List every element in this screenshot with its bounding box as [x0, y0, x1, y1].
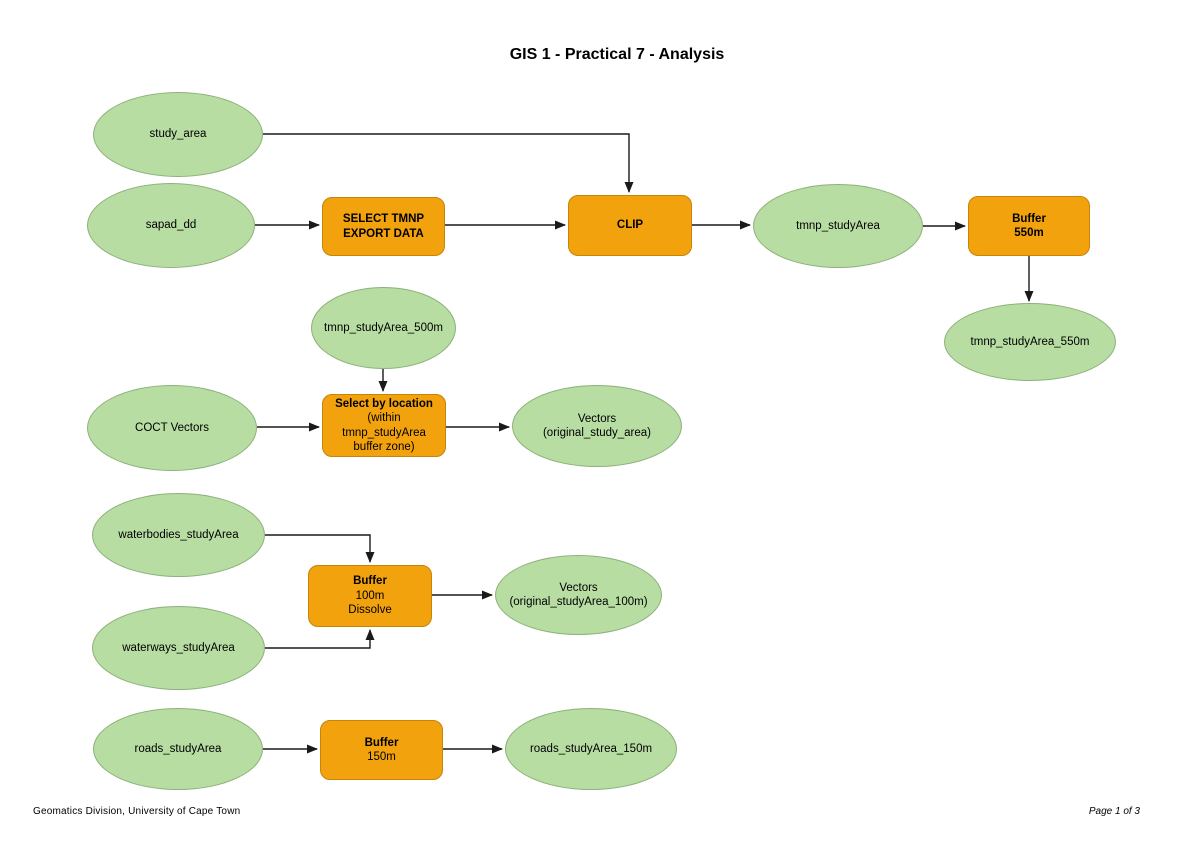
- tool-label: 100m: [355, 589, 385, 602]
- data-node-vectors-original-study-area[interactable]: Vectors (original_study_area): [512, 385, 682, 467]
- tool-node-buffer-100m-dissolve[interactable]: Buffer 100m Dissolve: [308, 565, 432, 627]
- node-label: roads_studyArea: [134, 742, 222, 755]
- tool-label: 150m: [367, 751, 396, 763]
- tool-label: CLIP: [616, 219, 644, 232]
- data-node-roads-studyarea-150m[interactable]: roads_studyArea_150m: [505, 708, 677, 790]
- tool-label: 550m: [1014, 227, 1044, 239]
- node-label: tmnp_studyArea_500m: [324, 321, 443, 334]
- node-sublabel: (original_studyArea_100m): [509, 596, 648, 608]
- tool-label: Select by location: [335, 397, 433, 410]
- data-node-tmnp-studyarea-500m[interactable]: tmnp_studyArea_500m: [311, 287, 456, 369]
- tool-node-buffer-150m[interactable]: Buffer 150m: [320, 720, 443, 780]
- data-node-vectors-original-studyarea-100m[interactable]: Vectors (original_studyArea_100m): [495, 555, 662, 635]
- page-title: GIS 1 - Practical 7 - Analysis: [509, 46, 725, 63]
- data-node-study-area[interactable]: study_area: [93, 92, 263, 177]
- node-label: Vectors: [559, 581, 598, 594]
- node-sublabel: (original_study_area): [542, 427, 652, 439]
- data-node-roads-studyarea[interactable]: roads_studyArea: [93, 708, 263, 790]
- tool-label: Buffer: [353, 575, 387, 588]
- footer-organisation: Geomatics Division, University of Cape T…: [33, 806, 241, 817]
- connector-waterways-to-buffer-100m: [265, 629, 375, 649]
- data-node-coct-vectors[interactable]: COCT Vectors: [87, 385, 257, 471]
- connector-study-area-to-clip: [263, 133, 634, 193]
- tool-node-clip[interactable]: CLIP: [568, 195, 692, 256]
- node-label: waterbodies_studyArea: [118, 528, 239, 541]
- data-node-waterways-studyarea[interactable]: waterways_studyArea: [92, 606, 265, 690]
- node-label: sapad_dd: [145, 219, 197, 232]
- tool-node-select-tmnp-export-data[interactable]: SELECT TMNP EXPORT DATA: [322, 197, 445, 256]
- node-label: tmnp_studyArea: [796, 219, 880, 232]
- node-label: COCT Vectors: [135, 421, 209, 434]
- tool-label: buffer zone): [353, 440, 415, 453]
- data-node-sapad-dd[interactable]: sapad_dd: [87, 183, 255, 268]
- tool-label: (within: [367, 412, 401, 425]
- data-node-tmnp-studyarea[interactable]: tmnp_studyArea: [753, 184, 923, 268]
- node-label: roads_studyArea_150m: [529, 742, 653, 755]
- tool-node-buffer-550m[interactable]: Buffer 550m: [968, 196, 1090, 256]
- tool-label: SELECT TMNP: [342, 213, 425, 226]
- tool-label: EXPORT DATA: [343, 227, 424, 240]
- tool-label: Buffer: [364, 736, 399, 749]
- tool-label: tmnp_studyArea: [342, 426, 426, 439]
- connector-waterbodies-to-buffer-100m: [265, 534, 375, 563]
- tool-label: Dissolve: [348, 604, 392, 617]
- tool-node-select-by-location[interactable]: Select by location (within tmnp_studyAre…: [322, 394, 446, 457]
- node-label: waterways_studyArea: [122, 641, 235, 654]
- data-node-tmnp-studyarea-550m[interactable]: tmnp_studyArea_550m: [944, 303, 1116, 381]
- node-label: study_area: [149, 128, 207, 141]
- data-node-waterbodies-studyarea[interactable]: waterbodies_studyArea: [92, 493, 265, 577]
- footer-page-number: Page 1 of 3: [1088, 806, 1140, 817]
- tool-label: Buffer: [1012, 212, 1046, 225]
- node-label: tmnp_studyArea_550m: [970, 335, 1090, 348]
- node-label: Vectors: [577, 412, 617, 425]
